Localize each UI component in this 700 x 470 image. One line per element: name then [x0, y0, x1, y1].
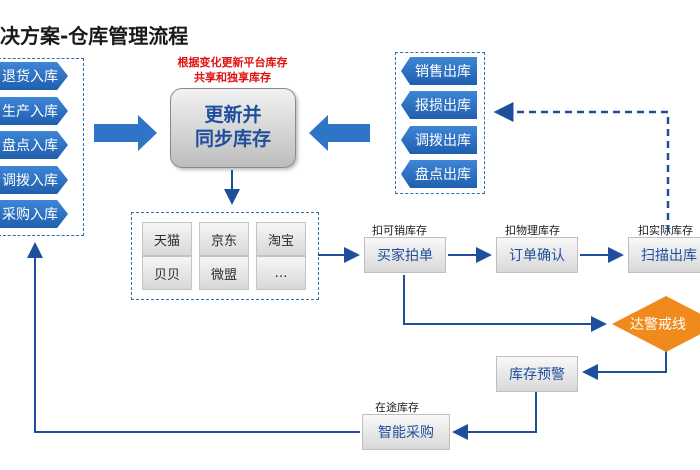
inbound-transfer[interactable]: 调拨入库 [0, 166, 68, 194]
page-title: 决方案-仓库管理流程 [0, 24, 189, 48]
purchase-to-inbound-arrow [27, 242, 360, 433]
scan-to-outbound-dashed-arrow [493, 102, 670, 232]
sync-box-line2: 同步库存 [194, 128, 271, 150]
platform-tmall[interactable]: 天猫 [142, 222, 192, 256]
step1-label: 扣可销库存 [372, 224, 427, 237]
platform-jd[interactable]: 京东 [199, 222, 249, 256]
inbound-purchase[interactable]: 采购入库 [0, 200, 68, 228]
buyer-order-box[interactable]: 买家拍单 [364, 237, 446, 273]
warning-to-purchase-arrow [452, 392, 537, 440]
outbound-loss[interactable]: 报损出库 [401, 91, 477, 119]
scan-outbound-box[interactable]: 扫描出库 [628, 237, 700, 273]
inbound-big-arrow [94, 115, 157, 151]
step2-label: 扣物理库存 [505, 224, 560, 237]
platform-taobao[interactable]: 淘宝 [256, 222, 306, 256]
platform-beibei[interactable]: 贝贝 [142, 256, 192, 290]
inbound-group [0, 58, 84, 236]
outbound-big-arrow [309, 115, 370, 151]
sync-box-line1: 更新并 [204, 104, 262, 127]
smart-purchase-box[interactable]: 智能采购 [362, 414, 450, 450]
order-to-alert-arrow [403, 275, 607, 332]
stock-warning-box[interactable]: 库存预警 [496, 356, 578, 392]
inbound-stocktake[interactable]: 盘点入库 [0, 131, 68, 159]
alert-to-warning-arrow [582, 350, 667, 380]
sync-note-line2: 共享和独享库存 [194, 71, 271, 84]
purchase-label: 在途库存 [375, 401, 419, 414]
platform-more[interactable]: … [256, 256, 306, 290]
outbound-transfer[interactable]: 调拨出库 [401, 126, 477, 154]
step3-label: 扣实际库存 [638, 224, 693, 237]
sync-inventory-box[interactable]: 更新并 同步库存 [170, 88, 296, 168]
platform-weimeng[interactable]: 微盟 [199, 256, 249, 290]
outbound-stocktake[interactable]: 盘点出库 [401, 160, 477, 188]
inbound-production[interactable]: 生产入库 [0, 97, 68, 125]
inbound-return[interactable]: 退货入库 [0, 62, 68, 90]
alert-diamond-label: 达警戒线 [630, 317, 686, 333]
outbound-group [395, 52, 485, 194]
sync-note-line1: 根据变化更新平台库存 [177, 56, 288, 69]
order-confirm-box[interactable]: 订单确认 [496, 237, 578, 273]
alert-diamond [612, 296, 700, 352]
outbound-sales[interactable]: 销售出库 [401, 57, 477, 85]
